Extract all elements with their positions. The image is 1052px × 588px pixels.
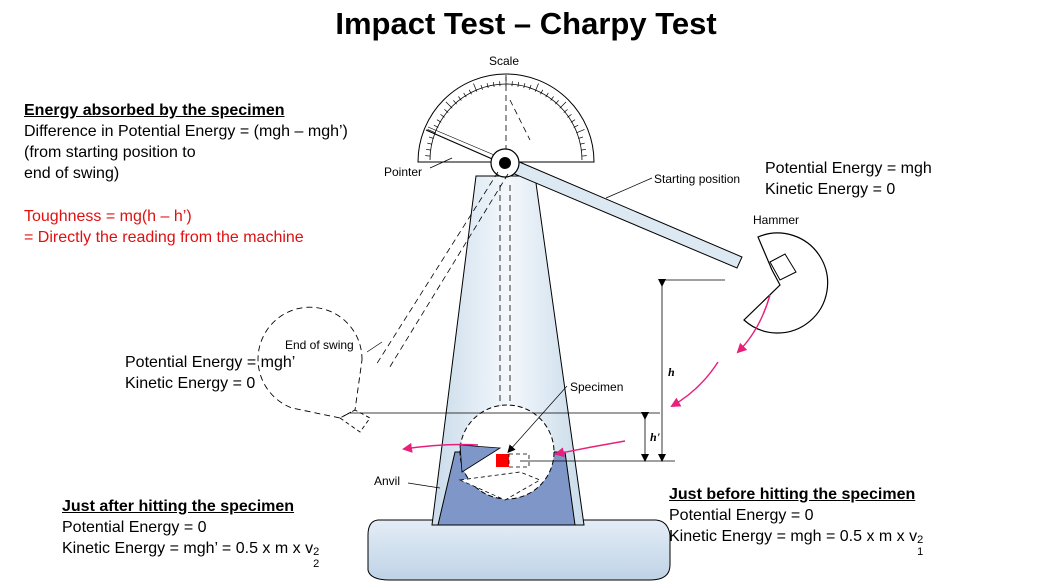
scale-tick — [468, 89, 472, 95]
end-swing-kinetic-energy: Kinetic Energy = 0 — [125, 375, 256, 392]
swing-arrow-approach — [670, 361, 719, 407]
scale-tick — [581, 148, 587, 151]
scale-tick — [473, 83, 478, 92]
scale-tick — [427, 129, 436, 134]
scale-tick — [517, 81, 520, 87]
slide-title: Impact Test – Charpy Test — [335, 6, 717, 41]
scale-tick — [492, 81, 495, 87]
energy-absorbed-heading: Energy absorbed by the specimen — [24, 102, 285, 119]
swing-arrow-down — [736, 294, 771, 354]
machine-base — [367, 519, 671, 581]
scale-tick — [563, 109, 568, 113]
toughness-formula: Toughness = mg(h – h’) — [24, 208, 192, 225]
scale-tick — [550, 96, 554, 101]
scale-label: Scale — [489, 54, 520, 68]
energy-difference-note1: (from starting position to — [24, 144, 196, 161]
energy-difference-note2: end of swing) — [24, 165, 120, 182]
specimen-block — [496, 454, 509, 467]
impact-arrow-left — [402, 442, 479, 453]
specimen-label: Specimen — [570, 380, 624, 394]
scale-tick — [540, 89, 544, 95]
before-hit-ke-superscript: 2 — [917, 534, 924, 546]
after-hit-ke-text: Kinetic Energy = mgh’ = 0.5 x m x v — [62, 540, 314, 557]
end-swing-potential-energy: Potential Energy = mgh’ — [125, 354, 296, 371]
start-potential-energy: Potential Energy = mgh — [765, 160, 932, 177]
energy-difference-text: Difference in Potential Energy = (mgh – … — [24, 123, 348, 140]
after-hit-heading: Just after hitting the specimen — [62, 498, 295, 515]
anvil-label: Anvil — [374, 474, 401, 488]
impact-arrow-right — [554, 440, 626, 458]
end-of-swing-hammer — [257, 306, 363, 419]
height-h-prime-label: h' — [650, 430, 661, 444]
before-hit-heading: Just before hitting the specimen — [669, 486, 916, 503]
before-hit-potential-energy: Potential Energy = 0 — [669, 507, 814, 524]
starting-position-label: Starting position — [654, 172, 741, 186]
scale-tick — [440, 114, 445, 118]
scale-tick — [444, 109, 449, 113]
scale-tick — [545, 92, 549, 98]
start-kinetic-energy: Kinetic Energy = 0 — [765, 181, 896, 198]
scale-tick — [463, 92, 467, 98]
hammer-label: Hammer — [753, 213, 800, 227]
end-of-swing-label: End of swing — [285, 338, 354, 352]
scale-tick — [453, 100, 457, 105]
before-hit-ke-subscript: 1 — [917, 546, 924, 558]
toughness-reading: = Directly the reading from the machine — [24, 229, 304, 246]
scale-tick — [576, 129, 585, 134]
scale-tick — [458, 96, 462, 101]
after-hit-ke-superscript: 2 — [313, 546, 320, 558]
scale-tick — [425, 148, 431, 151]
pointer-label: Pointer — [384, 165, 423, 179]
scale-tick — [555, 100, 559, 105]
height-h-label: h — [668, 365, 675, 379]
after-hit-potential-energy: Potential Energy = 0 — [62, 519, 207, 536]
scale-tick — [567, 114, 572, 118]
hammer-head — [743, 232, 829, 334]
scale-tick — [534, 83, 539, 92]
after-hit-ke-subscript: 2 — [313, 558, 320, 570]
before-hit-ke-text: Kinetic Energy = mgh = 0.5 x m x v — [669, 528, 918, 545]
